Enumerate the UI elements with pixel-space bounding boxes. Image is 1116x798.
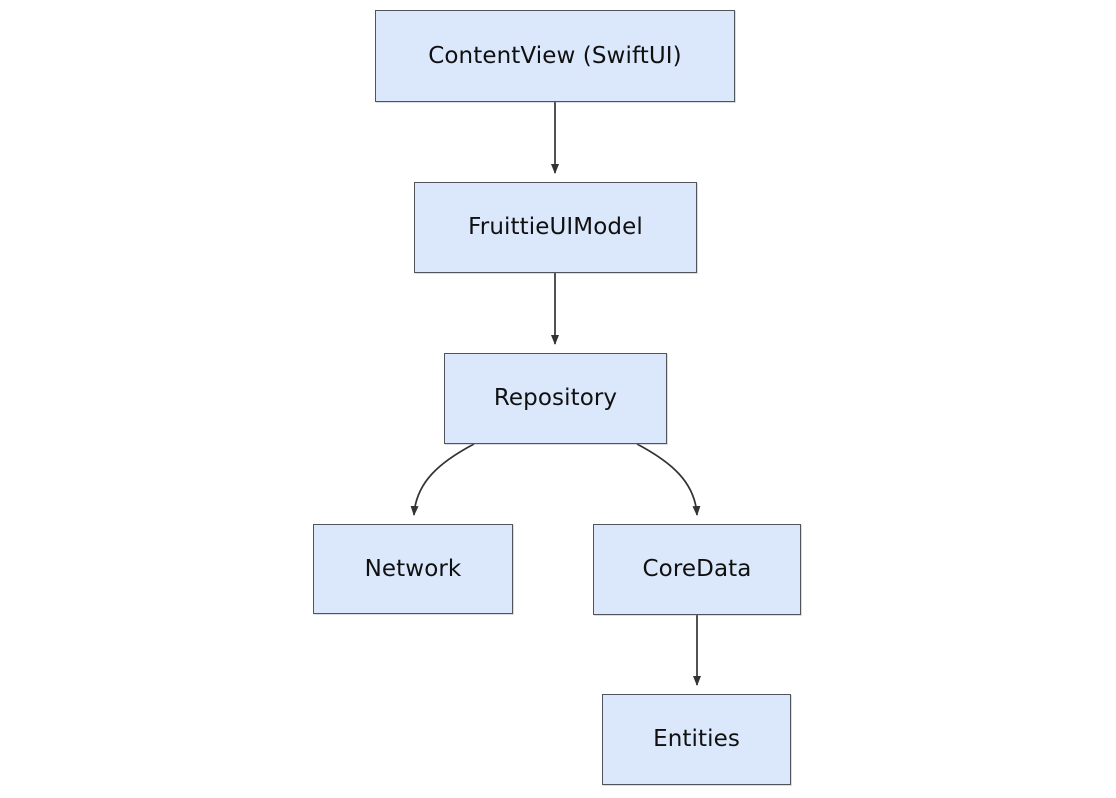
node-coredata[interactable]: CoreData bbox=[593, 524, 801, 615]
node-repository[interactable]: Repository bbox=[444, 353, 667, 444]
edge-repository-to-coredata bbox=[636, 443, 701, 516]
edge-repository-to-network bbox=[410, 443, 475, 516]
node-contentview-label: ContentView (SwiftUI) bbox=[428, 42, 682, 69]
node-repository-label: Repository bbox=[493, 385, 618, 411]
node-coredata-label: CoreData bbox=[642, 556, 752, 582]
node-entities[interactable]: Entities bbox=[602, 694, 791, 785]
node-entities-label: Entities bbox=[653, 726, 740, 752]
node-fruittieuimodel[interactable]: FruittieUIModel bbox=[414, 182, 697, 273]
node-contentview[interactable]: ContentView (SwiftUI) bbox=[375, 10, 735, 102]
node-fruittieuimodel-label: FruittieUIModel bbox=[468, 214, 643, 240]
node-network-label: Network bbox=[364, 555, 462, 582]
node-network[interactable]: Network bbox=[313, 524, 513, 614]
